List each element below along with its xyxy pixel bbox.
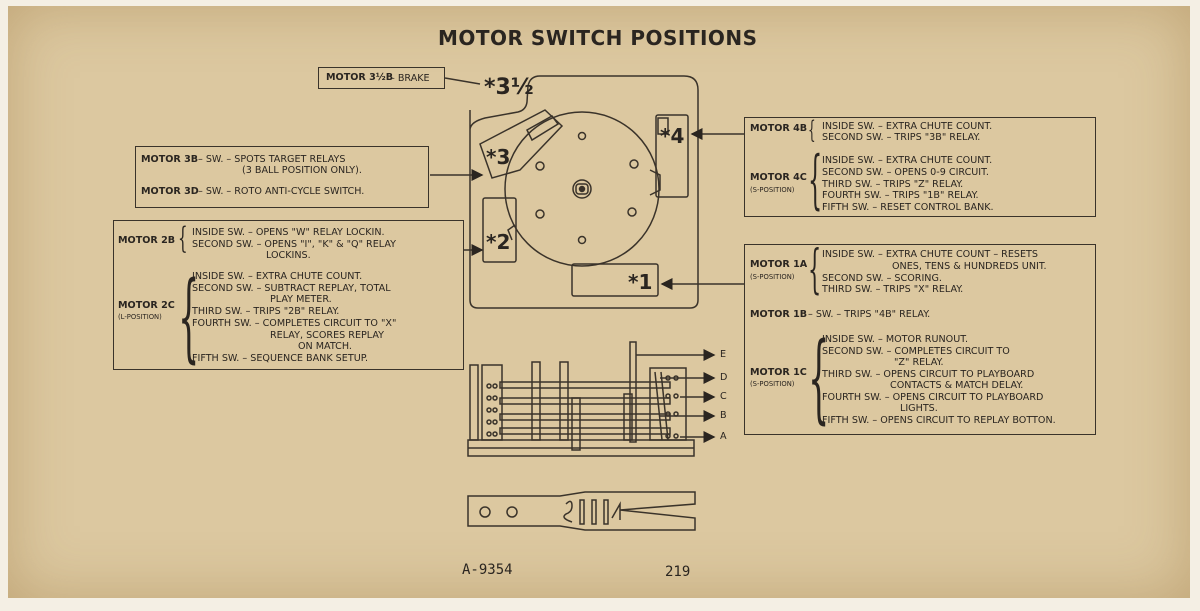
motor-2b-line-2: SECOND SW. – OPENS "I", "K" & "Q" RELAY xyxy=(192,239,396,250)
motor-2c-line-6: RELAY, SCORES REPLAY xyxy=(270,330,385,341)
motor-3b-line-1: – SW. – SPOTS TARGET RELAYS xyxy=(198,154,346,165)
motor-4c-line-2: SECOND SW. – OPENS 0-9 CIRCUIT. xyxy=(822,167,989,178)
switch-letter-d: D xyxy=(720,372,728,383)
motor-1c-line-8: FIFTH SW. – OPENS CIRCUIT TO REPLAY BOTT… xyxy=(822,415,1056,426)
motor-1c-brace: { xyxy=(808,322,830,434)
motor-2b-line-3: LOCKINS. xyxy=(266,250,311,261)
motor-frame xyxy=(469,75,699,309)
motor-4b-brace: { xyxy=(808,116,816,144)
position-2: *2 xyxy=(486,230,511,254)
motor-1a-line-3: SECOND SW. – SCORING. xyxy=(822,273,942,284)
motor-2b-brace: { xyxy=(178,221,188,256)
motor-2c-brace: { xyxy=(178,261,200,373)
wheel-hub-outer xyxy=(572,179,592,199)
motor-1a-label: MOTOR 1A xyxy=(750,259,808,270)
motor-4c-line-1: INSIDE SW. – EXTRA CHUTE COUNT. xyxy=(822,155,993,166)
motor-4b-line-2: SECOND SW. – TRIPS "3B" RELAY. xyxy=(822,132,981,143)
motor-1a-line-2: ONES, TENS & HUNDREDS UNIT. xyxy=(892,261,1047,272)
motor-4b-line-1: INSIDE SW. – EXTRA CHUTE COUNT. xyxy=(822,121,993,132)
switch-block-1 xyxy=(571,263,659,297)
motor-4c-sub: (S-POSITION) xyxy=(750,186,795,194)
brake-text: – BRAKE xyxy=(390,73,430,84)
motor-2c-line-5: FOURTH SW. – COMPLETES CIRCUIT TO "X" xyxy=(192,318,397,329)
motor-2c-line-4: THIRD SW. – TRIPS "2B" RELAY. xyxy=(192,306,340,317)
motor-4b-label: MOTOR 4B xyxy=(750,123,808,134)
switch-letter-a: A xyxy=(720,431,727,442)
motor-3b-line-2: (3 BALL POSITION ONLY). xyxy=(242,165,362,176)
motor-2c-label: MOTOR 2C xyxy=(118,300,175,311)
motor-1c-line-6: FOURTH SW. – OPENS CIRCUIT TO PLAYBOARD xyxy=(822,392,1044,403)
motor-2b-label: MOTOR 2B xyxy=(118,235,176,246)
motor-1c-label: MOTOR 1C xyxy=(750,367,807,378)
position-1: *1 xyxy=(628,270,653,294)
motor-3-box xyxy=(135,146,429,208)
motor-1a-line-4: THIRD SW. – TRIPS "X" RELAY. xyxy=(822,284,964,295)
motor-3b-label: MOTOR 3B xyxy=(141,154,199,165)
motor-2c-line-1: INSIDE SW. – EXTRA CHUTE COUNT. xyxy=(192,271,363,282)
motor-2c-line-7: ON MATCH. xyxy=(298,341,352,352)
switch-letter-e: E xyxy=(720,349,727,360)
motor-2c-sub: (L-POSITION) xyxy=(118,313,162,321)
motor-4-box xyxy=(744,117,1096,217)
brake-box xyxy=(318,67,445,89)
motor-4c-line-3: THIRD SW. – TRIPS "Z" RELAY. xyxy=(822,179,964,190)
motor-1a-sub: (S-POSITION) xyxy=(750,273,795,281)
switch-letter-b: B xyxy=(720,410,727,421)
switch-block-2 xyxy=(482,197,517,263)
wheel-hole xyxy=(577,131,587,141)
wheel-hole xyxy=(535,161,545,171)
motor-1c-line-3: "Z" RELAY. xyxy=(894,357,944,368)
motor-1a-line-1: INSIDE SW. – EXTRA CHUTE COUNT – RESETS xyxy=(822,249,1038,260)
position-3: *3 xyxy=(486,145,511,169)
motor-1-box xyxy=(744,244,1096,435)
motor-1b-text: – SW. – TRIPS "4B" RELAY. xyxy=(808,309,931,320)
motor-4c-line-5: FIFTH SW. – RESET CONTROL BANK. xyxy=(822,202,994,213)
motor-2c-line-2: SECOND SW. – SUBTRACT REPLAY, TOTAL xyxy=(192,283,391,294)
position-4: *4 xyxy=(660,124,685,148)
motor-3d-label: MOTOR 3D xyxy=(141,186,199,197)
switch-letter-c: C xyxy=(720,391,727,402)
position-3-half: *3½ xyxy=(484,75,534,100)
wheel-hole xyxy=(629,159,639,169)
switch-stack xyxy=(467,341,695,457)
wheel-hole xyxy=(577,235,587,245)
instruction-card xyxy=(8,6,1190,598)
arrow-brake xyxy=(444,77,481,85)
motor-1a-brace: { xyxy=(808,240,822,300)
motor-4c-brace: { xyxy=(808,143,823,217)
page-number: 219 xyxy=(665,564,691,580)
brake-label: MOTOR 3½B xyxy=(326,72,394,83)
motor-1c-line-4: THIRD SW. – OPENS CIRCUIT TO PLAYBOARD xyxy=(822,369,1035,380)
switch-block-3 xyxy=(479,109,564,179)
motor-4c-line-4: FOURTH SW. – TRIPS "1B" RELAY. xyxy=(822,190,979,201)
wheel-hub xyxy=(575,183,589,195)
wheel-hole xyxy=(627,207,637,217)
cam-wheel xyxy=(504,111,660,267)
motor-1c-line-5: CONTACTS & MATCH DELAY. xyxy=(890,380,1024,391)
motor-2c-line-8: FIFTH SW. – SEQUENCE BANK SETUP. xyxy=(192,353,369,364)
motor-2-box xyxy=(113,220,464,370)
motor-1c-sub: (S-POSITION) xyxy=(750,380,795,388)
lever-piece xyxy=(467,491,696,531)
motor-1c-line-7: LIGHTS. xyxy=(900,403,938,414)
part-number: A-9354 xyxy=(462,562,513,578)
motor-1c-line-1: INSIDE SW. – MOTOR RUNOUT. xyxy=(822,334,969,345)
motor-1c-line-2: SECOND SW. – COMPLETES CIRCUIT TO xyxy=(822,346,1010,357)
motor-2b-line-1: INSIDE SW. – OPENS "W" RELAY LOCKIN. xyxy=(192,227,385,238)
motor-4c-label: MOTOR 4C xyxy=(750,172,807,183)
motor-1b-label: MOTOR 1B xyxy=(750,309,808,320)
page-title: MOTOR SWITCH POSITIONS xyxy=(438,26,758,50)
motor-3d-text: – SW. – ROTO ANTI-CYCLE SWITCH. xyxy=(198,186,365,197)
wheel-hole xyxy=(535,209,545,219)
motor-2c-line-3: PLAY METER. xyxy=(270,294,332,305)
switch-block-4 xyxy=(655,114,689,198)
